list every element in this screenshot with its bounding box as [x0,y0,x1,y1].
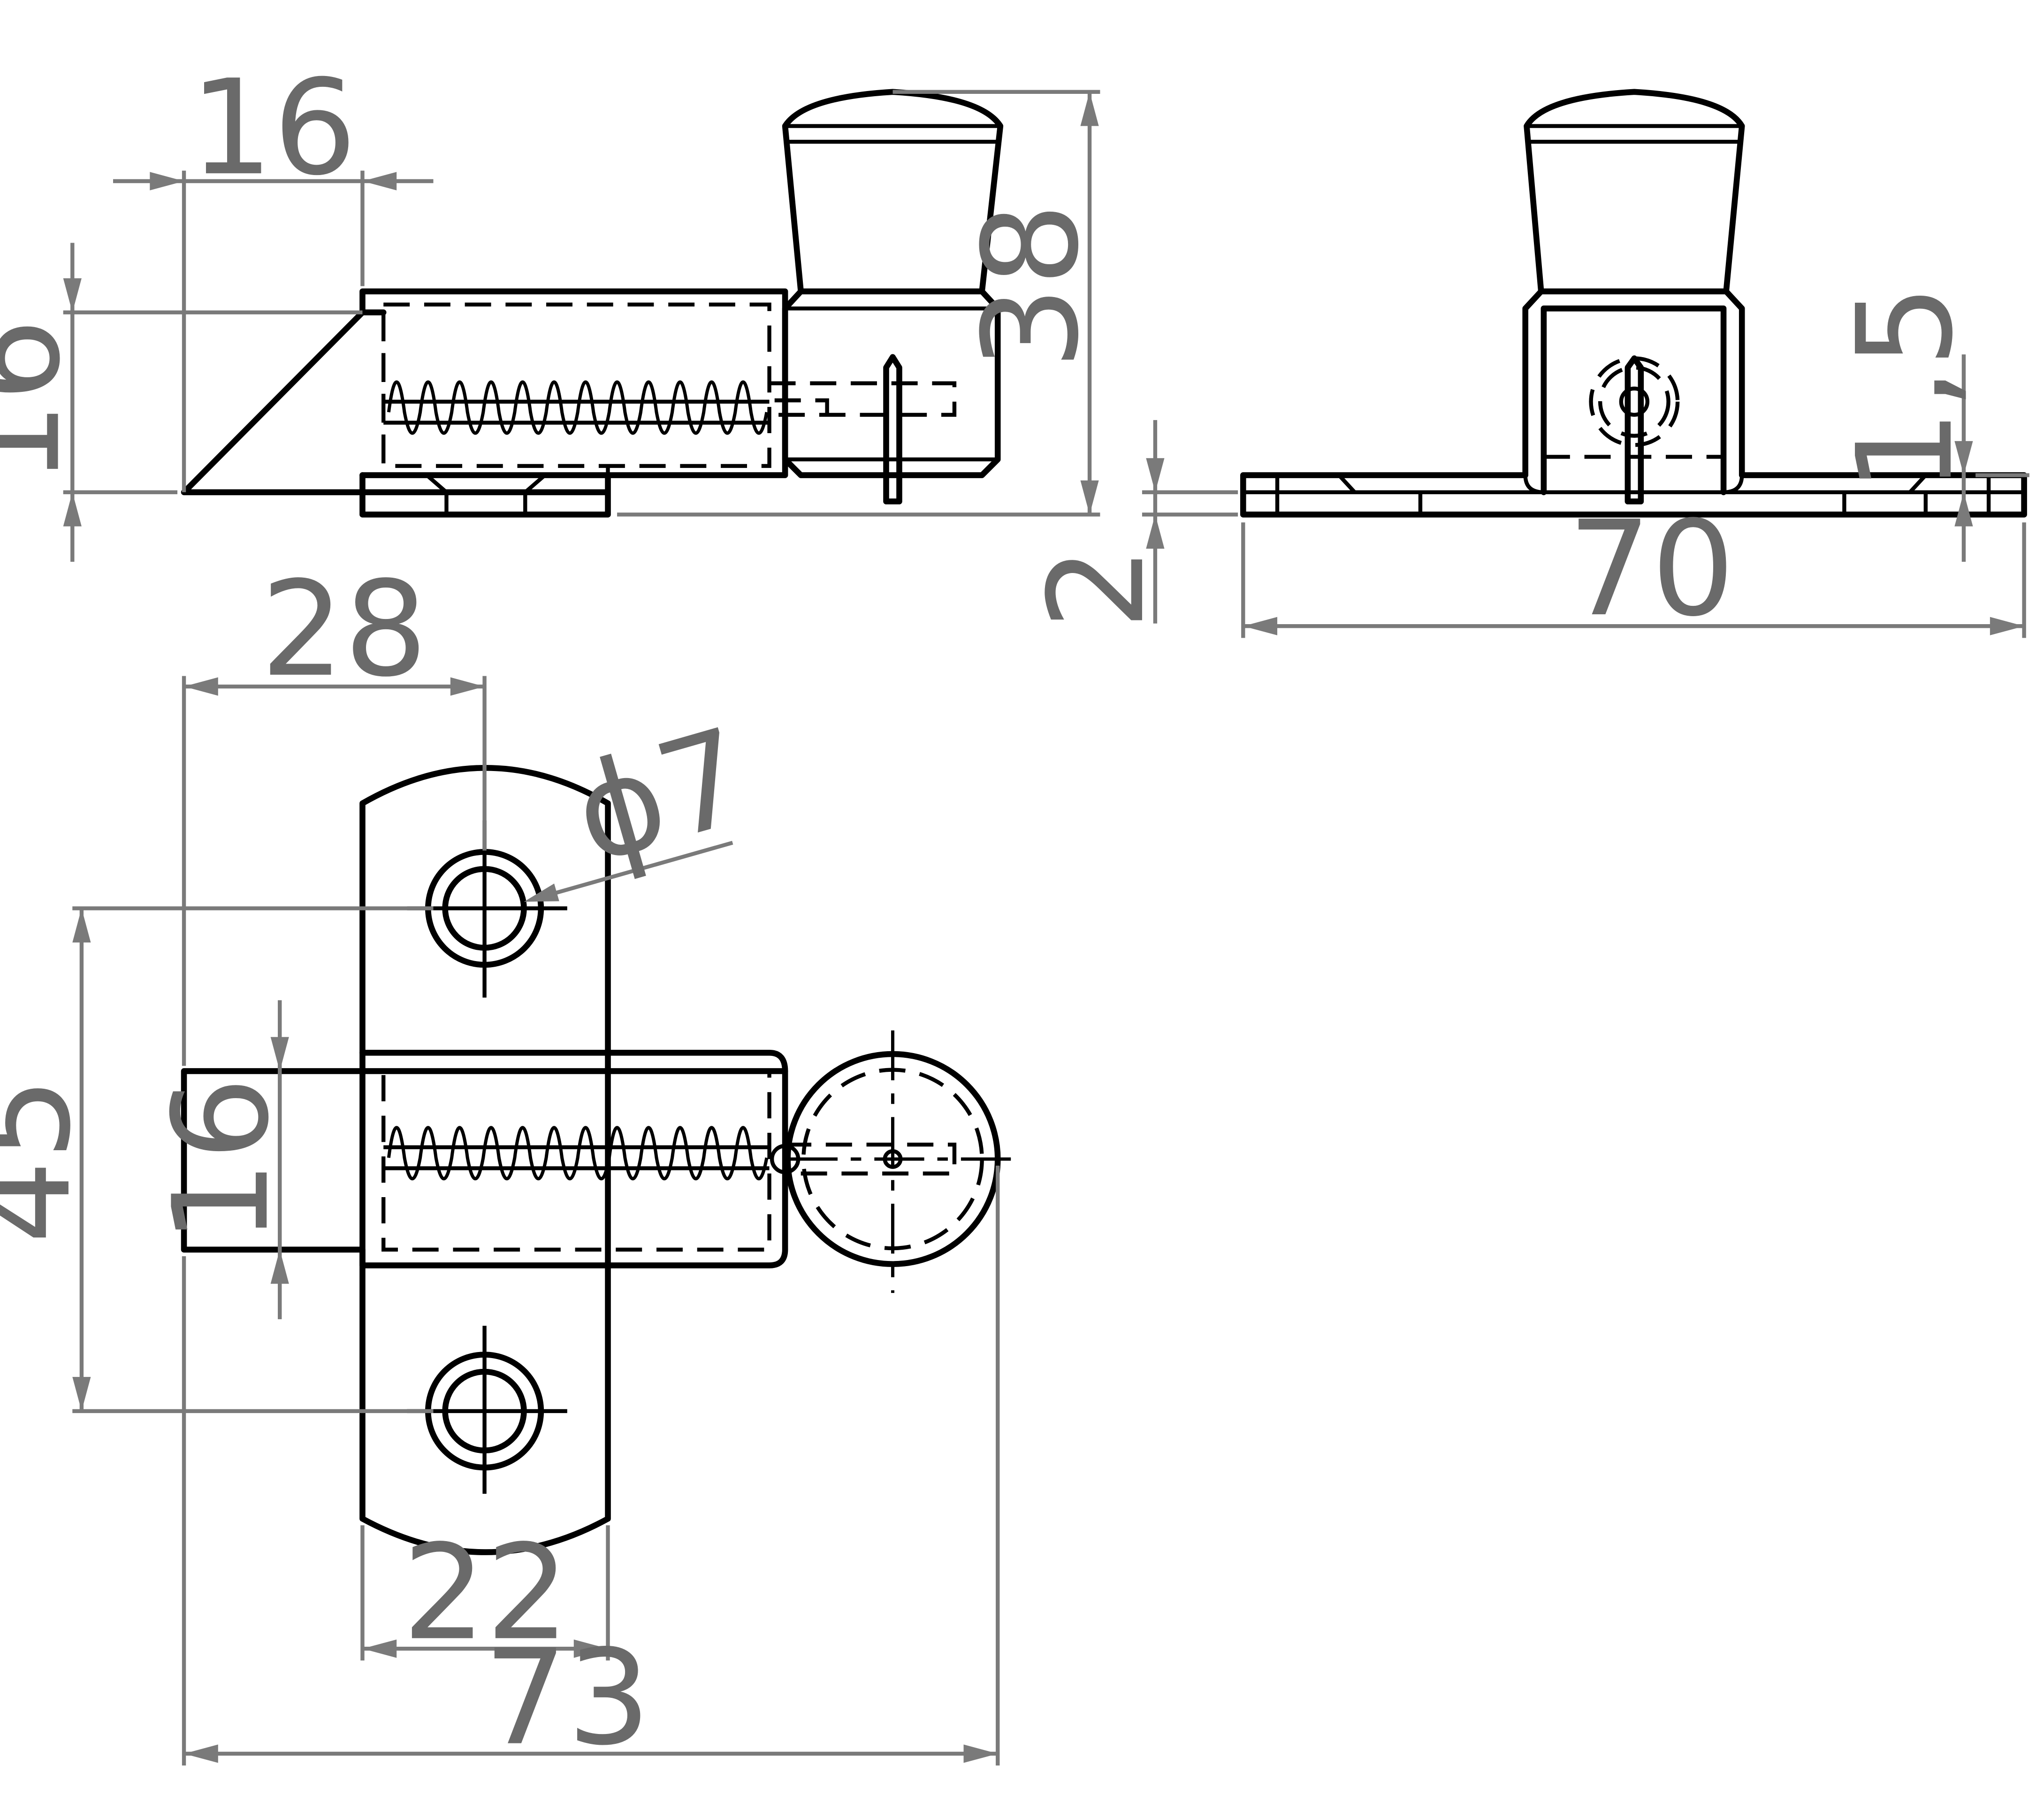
hidden-pin [774,398,829,415]
dim-top-hole-spacing: 45 [0,1077,99,1244]
dim-top-hole-dia: ϕ7 [558,699,763,893]
base-plate-chamfers [425,474,546,515]
knob-side [1524,89,1745,295]
side-view [1240,89,2027,518]
front-view [181,89,1004,518]
side-base-plate [1240,288,2027,518]
base-plate [359,472,611,518]
dim-side-plate-thickness: 2 [1020,546,1173,630]
spring-rod [383,399,770,425]
dim-front-total-height: 38 [954,203,1107,370]
side-dimensions: 2 1,5 70 [1020,284,2029,645]
knob-top-line [785,124,1000,144]
side-plate-chamfers [1337,474,1928,515]
dim-top-offset: 28 [260,553,427,706]
hidden-bore [381,302,957,492]
side-cross-pin [1625,355,1644,504]
dim-front-width: 16 [190,51,357,204]
side-plate-lines [1243,475,2024,515]
spring-top [387,1126,769,1181]
front-dimensions: 16 16 38 [0,51,1107,562]
dim-front-height: 16 [0,318,89,485]
cross-pin [883,354,902,504]
dim-side-length: 70 [1568,492,1735,645]
dim-top-total-length: 73 [484,1621,651,1774]
dim-side-step: 1,5 [1829,284,1982,493]
dim-top-plate-width: 22 [402,1516,569,1669]
bolt-wedge [181,288,788,496]
spring-front [387,380,769,435]
knob-housing-lines [785,306,998,462]
side-hidden-pin [1589,356,1680,447]
dim-top-bolt-width: 16 [145,1077,297,1244]
side-housing-inner [1541,306,1727,496]
top-bolt [181,1068,788,1268]
